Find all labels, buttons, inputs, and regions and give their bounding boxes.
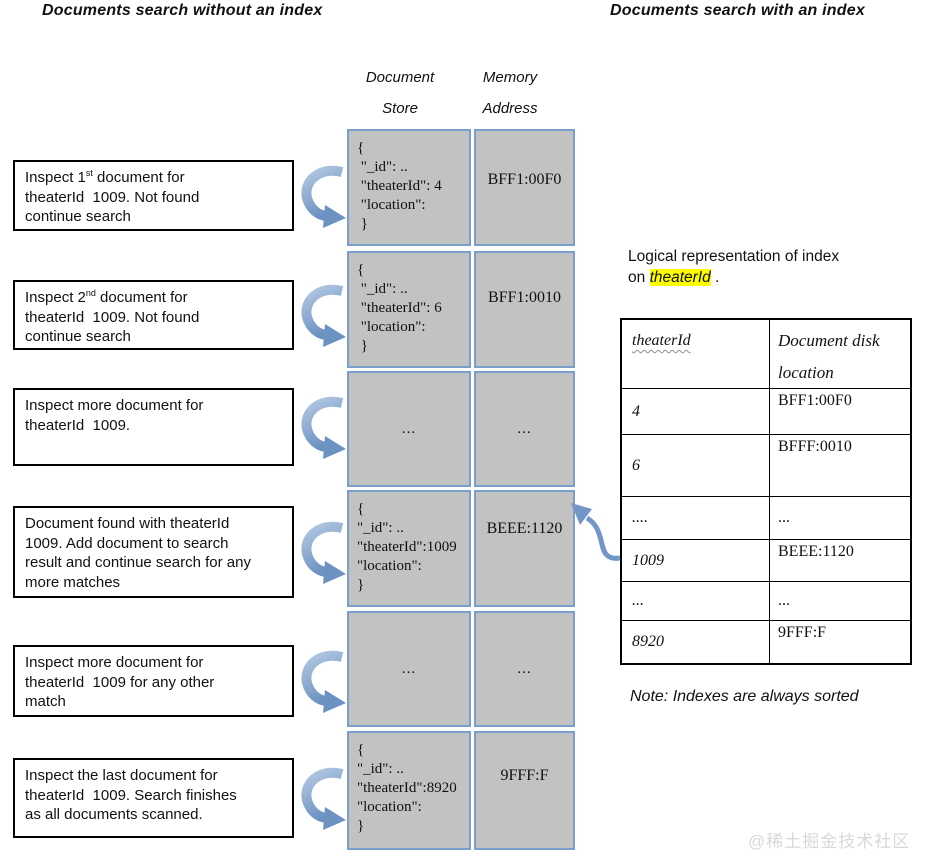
index-key-header: theaterId (632, 332, 691, 349)
index-caption-line1: Logical representation of index (628, 248, 840, 265)
s-curve-arrow-icon (571, 503, 621, 561)
index-key-cell: .... (632, 509, 648, 526)
step-text-line: theaterId 1009. Search finishes (25, 786, 237, 804)
curved-arrow-icon (301, 165, 346, 228)
step-text-line: Document found with theaterId (25, 515, 230, 532)
highlighted-field-name: theaterId (649, 269, 711, 286)
step-text-line: 1009. Add document to search (25, 534, 229, 552)
index-location-header: Document disk location (769, 320, 910, 388)
document-json-text: {"_id": .."theaterId":8920"location":} (357, 742, 457, 834)
memory-address-cell: ... (474, 611, 575, 727)
step-text-line: Inspect 1st document for (25, 168, 185, 187)
step-box: Inspect more document for theaterId 1009 … (13, 645, 294, 717)
step-text-line: theaterId 1009. (25, 416, 131, 434)
memory-address-cell: BFF1:0010 (474, 251, 575, 368)
document-store-header-line1: Document (365, 69, 435, 86)
note-text: Note: Indexes are always sorted (630, 688, 859, 705)
curved-arrow-icon (301, 521, 346, 584)
index-row: 8920 9FFF:F (622, 621, 910, 663)
index-location-cell: ... (769, 582, 910, 620)
index-key-cell: 6 (632, 456, 640, 474)
curved-arrow-icon (301, 767, 346, 830)
index-caption-suffix: . (710, 269, 720, 286)
step-text-line: more matches (25, 573, 121, 591)
index-header-row: theaterId Document disk location (622, 320, 910, 389)
step-text-line: Inspect more document for (25, 397, 204, 414)
step-box: Inspect more document for theaterId 1009. (13, 388, 294, 466)
index-row: 4 BFF1:00F0 (622, 389, 910, 435)
memory-address-column-header: Memory Address (450, 62, 570, 124)
watermark: @稀土掘金技术社区 (748, 832, 911, 851)
index-location-cell: BEEE:1120 (769, 540, 910, 581)
document-json-text: { "_id": .. "theaterId": 4 "location": } (357, 140, 442, 232)
index-key-cell: 4 (632, 402, 640, 420)
step-text-line: Inspect 2nd document for (25, 288, 188, 307)
index-row: 1009 BEEE:1120 (622, 540, 910, 582)
document-store-header-line2: Store (382, 100, 418, 117)
index-row: 6 BFFF:0010 (622, 435, 910, 497)
step-text-line: continue search (25, 328, 131, 345)
memory-address-cell: BEEE:1120 (474, 490, 575, 607)
memory-address-header-line2: Address (482, 100, 538, 117)
index-location-cell: BFF1:00F0 (769, 389, 910, 434)
memory-address-header-line1: Memory (482, 69, 538, 86)
index-key-cell: ... (632, 592, 644, 609)
step-text-line: theaterId 1009 for any other (25, 673, 215, 691)
memory-address-cell: BFF1:00F0 (474, 129, 575, 246)
document-store-column-header: Document Store (335, 62, 465, 124)
document-cell: ... (347, 371, 471, 487)
index-location-cell: BFFF:0010 (769, 435, 910, 496)
curved-arrow-icon (301, 650, 346, 713)
curved-arrow-icon (301, 284, 346, 347)
memory-address-value: BEEE:1120 (486, 520, 563, 537)
index-table: theaterId Document disk location 4 BFF1:00F… (620, 318, 912, 665)
step-text-line: theaterId 1009. Not found (25, 308, 200, 326)
index-location-cell: ... (769, 497, 910, 539)
memory-address-value: BFF1:0010 (488, 289, 561, 306)
left-section-title: Documents search without an index (42, 2, 323, 19)
document-cell: ... (347, 611, 471, 727)
memory-address-cell: 9FFF:F (474, 731, 575, 850)
step-text-line: Inspect the last document for (25, 767, 218, 784)
step-box: Inspect the last document for theaterId 1… (13, 758, 294, 838)
step-text-line: match (25, 693, 66, 710)
right-section-title: Documents search with an index (610, 2, 865, 19)
index-key-cell: 8920 (632, 633, 664, 650)
document-cell: {"_id": .."theaterId":1009"location":} (347, 490, 471, 607)
memory-address-value: BFF1:00F0 (487, 171, 562, 188)
document-cell: {"_id": .."theaterId":8920"location":} (347, 731, 471, 850)
memory-address-value: 9FFF:F (500, 767, 549, 784)
index-row: ...... (622, 582, 910, 621)
step-text-line: Inspect more document for (25, 654, 204, 671)
step-text-line: as all documents scanned. (25, 806, 203, 823)
index-caption: Logical representation of index on theat… (628, 246, 878, 288)
index-location-cell: 9FFF:F (769, 621, 910, 663)
document-json-text: { "_id": .. "theaterId": 6 "location": } (357, 262, 442, 354)
curved-arrow-icon (301, 396, 346, 459)
step-text-line: result and continue search for any (25, 554, 251, 571)
index-caption-prefix: on (628, 269, 650, 286)
document-cell: { "_id": .. "theaterId": 6 "location": } (347, 251, 471, 368)
step-text-line: theaterId 1009. Not found (25, 188, 200, 206)
step-text-line: continue search (25, 208, 131, 225)
step-box: Document found with theaterId 1009. Add d… (13, 506, 294, 598)
index-key-cell: 1009 (632, 551, 664, 569)
index-row: ....... (622, 497, 910, 540)
document-json-text: {"_id": .."theaterId":1009"location":} (357, 501, 457, 593)
document-cell: { "_id": .. "theaterId": 4 "location": } (347, 129, 471, 246)
memory-address-cell: ... (474, 371, 575, 487)
